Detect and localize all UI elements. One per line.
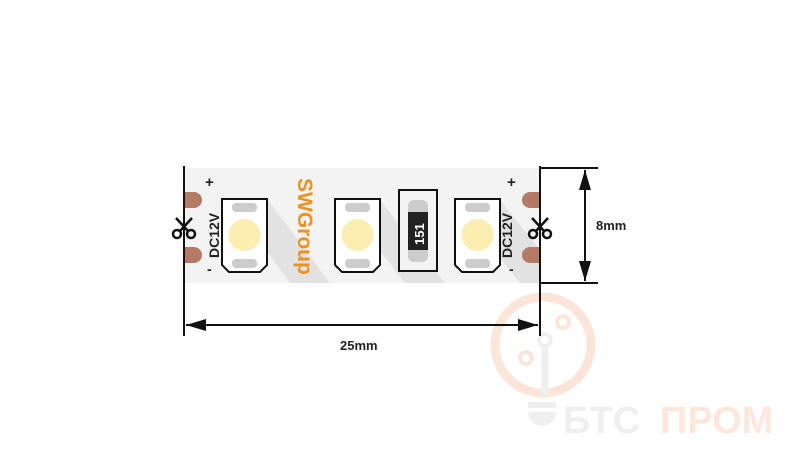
- brand-logo: SWGroup: [293, 178, 316, 275]
- resistor-code: 151: [412, 223, 427, 245]
- arrowheads: [186, 170, 591, 331]
- voltage-label-left: DC12V: [206, 212, 222, 258]
- minus-sign-right: -: [509, 261, 514, 277]
- length-label: 25mm: [340, 338, 378, 353]
- watermark-text-1: БТС: [563, 400, 640, 442]
- watermark-text-2: ПРОМ: [660, 400, 773, 442]
- led-chip-2: [334, 198, 381, 273]
- scissors-icon-left: [171, 217, 197, 240]
- watermark-logo: БТС ПРОМ: [490, 292, 773, 442]
- led-chip-1: [221, 198, 268, 273]
- solder-pads: [184, 192, 540, 263]
- scissors-icon-right: [527, 217, 553, 240]
- plus-sign-left: +: [205, 174, 214, 191]
- voltage-label-right: DC12V: [499, 212, 515, 258]
- width-label: 8mm: [596, 218, 626, 233]
- resistor: [398, 189, 438, 272]
- minus-sign-left: -: [207, 261, 212, 277]
- plus-sign-right: +: [507, 174, 516, 191]
- led-chip-3: [454, 198, 501, 273]
